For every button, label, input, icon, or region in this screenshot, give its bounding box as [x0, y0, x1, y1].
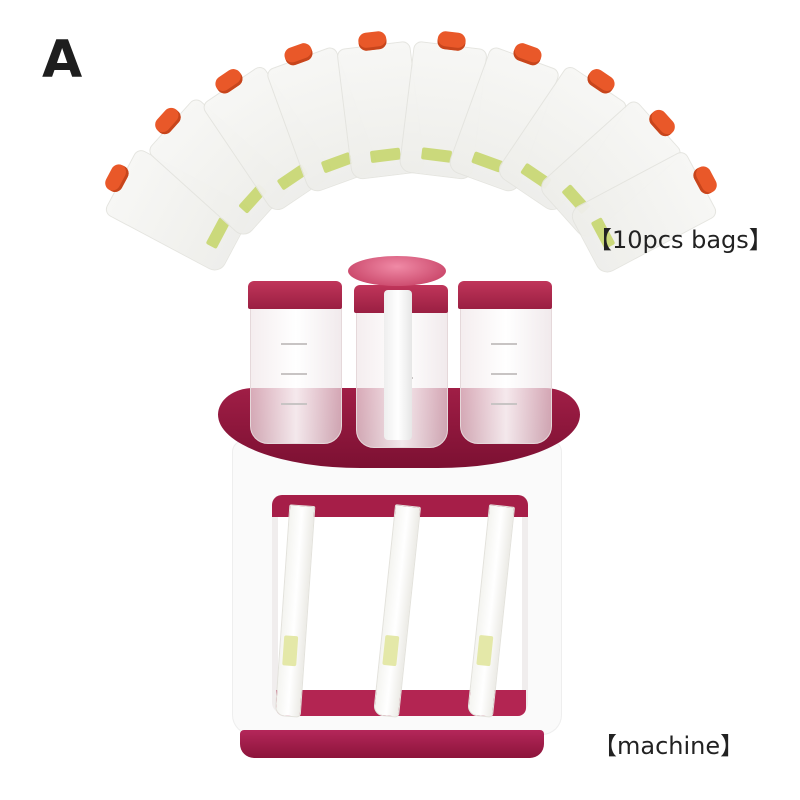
cup-rim	[248, 281, 342, 309]
machine-base	[240, 730, 544, 758]
pouch-strip	[382, 634, 400, 667]
plunger-cap	[348, 256, 446, 286]
variant-letter: A	[42, 30, 82, 90]
measure-tick	[491, 373, 517, 375]
measure-tick	[491, 343, 517, 345]
bags-label: 【10pcs bags】	[588, 226, 773, 254]
plunger-stem	[384, 290, 412, 440]
measure-tick	[491, 403, 517, 405]
pouch-strip	[476, 634, 494, 667]
measure-tick	[281, 343, 307, 345]
filling-cup-right	[458, 281, 552, 444]
filling-cup-left	[248, 281, 342, 444]
cup-rim	[458, 281, 552, 309]
pouch-strip	[282, 635, 299, 667]
machine-label: 【machine】	[593, 732, 745, 760]
measure-tick	[281, 373, 307, 375]
measure-tick	[281, 403, 307, 405]
